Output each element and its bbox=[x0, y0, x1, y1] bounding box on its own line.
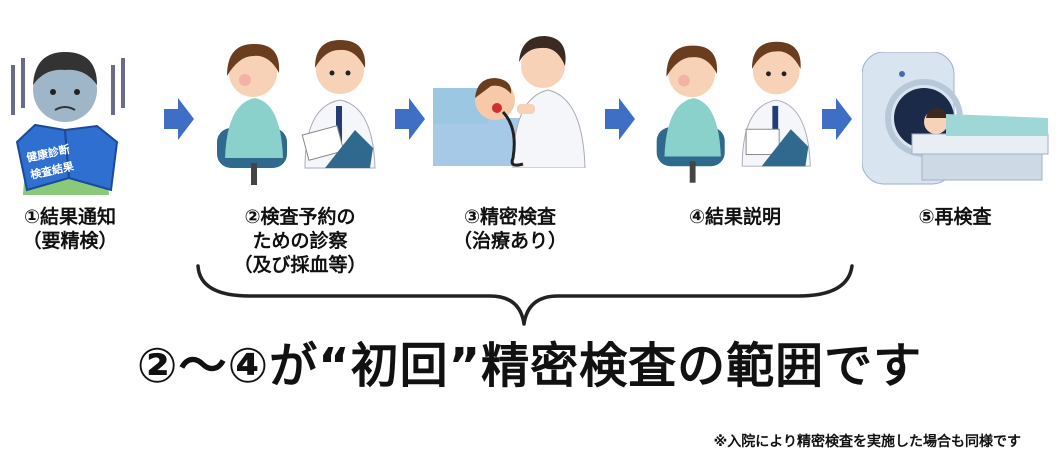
step-3-line-2: （治療あり） bbox=[452, 230, 567, 252]
step-2-line-2: ための診察 bbox=[252, 230, 348, 252]
arrow-right-icon bbox=[164, 98, 194, 140]
grouping-brace bbox=[196, 264, 854, 326]
arrow-right-icon bbox=[605, 98, 635, 140]
step-3-line-1: ③精密検査 bbox=[463, 206, 557, 228]
step-2-label: ②検査予約の ための診察 （及び採血等） bbox=[210, 205, 390, 277]
worried-patient-illustration: 健康診断 検査結果 bbox=[11, 52, 125, 195]
step-1-label: ①結果通知 （要精検） bbox=[0, 205, 140, 253]
endoscopy-illustration bbox=[433, 36, 586, 168]
headline: ②～④が“初回”精密検査の範囲です bbox=[136, 338, 923, 394]
results-explanation-illustration bbox=[656, 41, 811, 183]
step-3-label: ③精密検査 （治療あり） bbox=[430, 205, 590, 253]
step-4-label: ④結果説明 bbox=[655, 205, 815, 229]
consultation-illustration bbox=[217, 40, 376, 185]
step-5-line-1: ⑤再検査 bbox=[918, 206, 992, 228]
mri-scanner-illustration bbox=[862, 52, 1049, 185]
step-1-line-1: ①結果通知 bbox=[23, 206, 117, 228]
arrow-right-icon bbox=[822, 98, 852, 140]
step-4-line-1: ④結果説明 bbox=[688, 206, 782, 228]
step-1-line-2: （要精検） bbox=[22, 230, 118, 252]
step-5-label: ⑤再検査 bbox=[880, 205, 1030, 229]
step-2-line-3: （及び採血等） bbox=[233, 254, 367, 276]
step-2-line-1: ②検査予約の bbox=[244, 206, 356, 228]
footnote: ※入院により精密検査を実施した場合も同様です bbox=[713, 434, 1021, 450]
arrow-right-icon bbox=[395, 98, 425, 140]
